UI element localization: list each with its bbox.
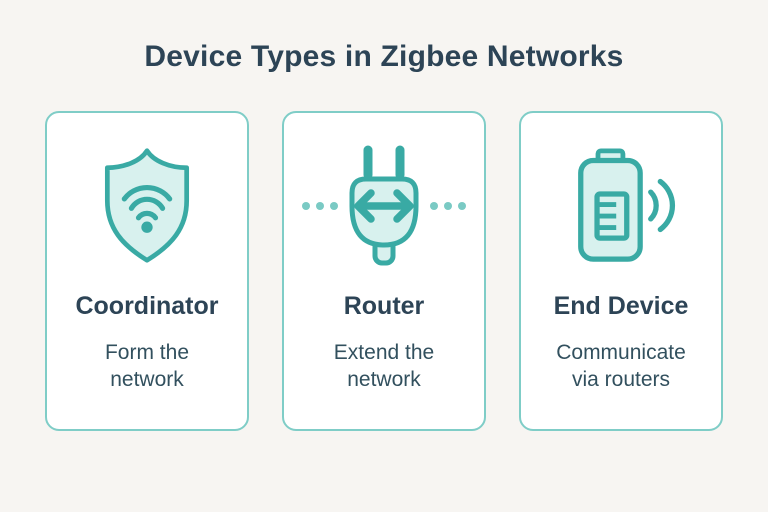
card-router: Router Extend the network [282,111,486,431]
page-title: Device Types in Zigbee Networks [144,40,624,73]
card-description: Extend the network [334,339,434,394]
wifi-waves [121,184,173,220]
shield-shape [104,147,190,263]
cards-row: Coordinator Form the network [0,111,768,431]
shield-wifi-icon [47,143,247,267]
description-line: network [110,367,184,391]
dotted-line-left [302,202,338,210]
description-line: Form the [104,340,190,364]
card-description: Form the network [105,339,189,394]
plug-prongs [363,145,405,180]
wifi-dot [141,221,153,233]
battery-signal-icon [521,143,721,267]
description-line: Communicate [556,340,686,364]
card-description: Communicate via routers [556,339,686,394]
battery-charge-bars [597,201,617,230]
description-line: via routers [571,367,671,391]
plug-sync-icon [302,145,466,266]
card-title: Router [343,292,425,320]
sync-arrow [354,189,414,223]
description-line: network [347,367,421,391]
card-coordinator: Coordinator Form the network [45,111,249,431]
card-title: End Device [553,292,689,320]
plug-sync-icon [284,143,484,267]
shield-wifi-icon [104,147,190,263]
dotted-line-right [430,202,466,210]
battery-signal-icon [578,147,675,262]
description-line: Extend the [333,340,435,364]
card-title: Coordinator [75,292,219,320]
signal-waves [648,178,675,232]
card-end-device: End Device Communicate via routers [519,111,723,431]
